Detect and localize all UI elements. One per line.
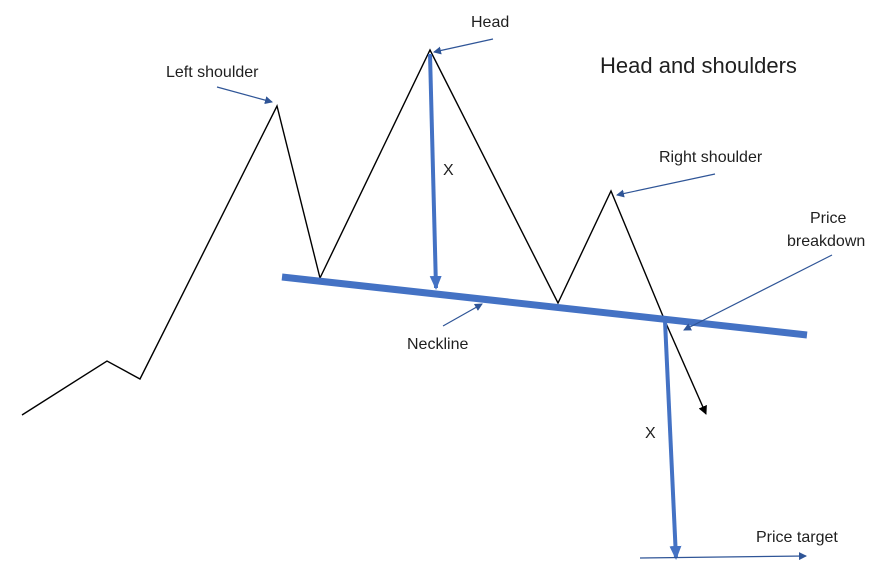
head-to-neckline-arrow: [428, 53, 442, 290]
price-breakdown-label-line2: breakdown: [787, 233, 865, 250]
price-breakdown-pointer-arrow: [683, 254, 833, 331]
head-label: Head: [471, 14, 509, 31]
lower-x-label: X: [645, 425, 656, 442]
head-pointer-arrow: [433, 38, 494, 55]
left-shoulder-label: Left shoulder: [166, 64, 259, 81]
neckline-pointer-arrow: [442, 303, 483, 327]
post-breakdown-price-line: [664, 320, 707, 415]
left-shoulder-pointer-arrow: [216, 86, 273, 105]
right-shoulder-label: Right shoulder: [659, 149, 763, 166]
price-target-arrow: [639, 552, 807, 561]
upper-x-label: X: [443, 162, 454, 179]
price-breakdown-label-line1: Price: [810, 210, 847, 227]
neckline: [281, 273, 808, 339]
price-target-label: Price target: [756, 529, 838, 546]
neckline-label: Neckline: [407, 336, 468, 353]
right-shoulder-pointer-arrow: [616, 173, 716, 198]
diagram-title: Head and shoulders: [600, 53, 797, 78]
breakdown-to-target-arrow: [663, 320, 682, 560]
price-line: [21, 48, 666, 416]
